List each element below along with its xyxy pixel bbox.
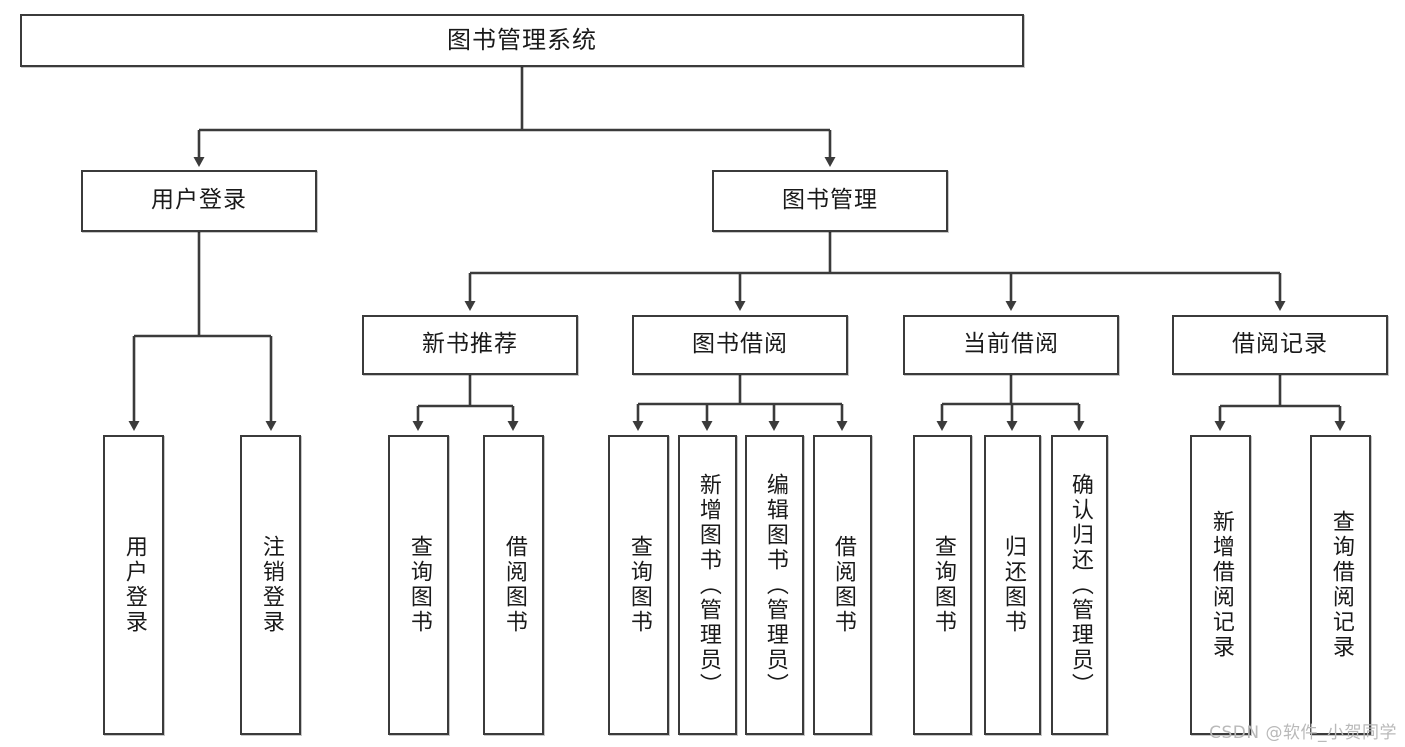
leaf-confirm-return-admin[interactable]: 确认归还（管理员） xyxy=(1051,435,1108,735)
leaf-edit-book-admin[interactable]: 编辑图书（管理员） xyxy=(745,435,804,735)
node-label: 归还图书 xyxy=(1000,535,1026,635)
node-user-login[interactable]: 用户登录 xyxy=(81,170,317,232)
node-label: 当前借阅 xyxy=(963,331,1059,358)
leaf-query-book-recommend[interactable]: 查询图书 xyxy=(388,435,449,735)
node-label: 新书推荐 xyxy=(422,331,518,358)
node-label: 借阅图书 xyxy=(830,535,856,635)
leaf-add-book-admin[interactable]: 新增图书（管理员） xyxy=(678,435,737,735)
node-book-borrow[interactable]: 图书借阅 xyxy=(632,315,848,375)
leaf-query-book-borrow[interactable]: 查询图书 xyxy=(608,435,669,735)
node-label: 查询借阅记录 xyxy=(1328,510,1354,660)
leaf-return-book[interactable]: 归还图书 xyxy=(984,435,1041,735)
node-borrow-record[interactable]: 借阅记录 xyxy=(1172,315,1388,375)
node-label: 确认归还（管理员） xyxy=(1067,472,1093,698)
leaf-logout[interactable]: 注销登录 xyxy=(240,435,301,735)
node-new-book-recommend[interactable]: 新书推荐 xyxy=(362,315,578,375)
node-label: 借阅图书 xyxy=(501,535,527,635)
node-label: 用户登录 xyxy=(151,187,247,214)
leaf-add-borrow-record[interactable]: 新增借阅记录 xyxy=(1190,435,1251,735)
node-label: 用户登录 xyxy=(121,535,147,635)
node-label: 图书管理系统 xyxy=(447,26,597,55)
leaf-borrow-book[interactable]: 借阅图书 xyxy=(813,435,872,735)
node-book-management[interactable]: 图书管理 xyxy=(712,170,948,232)
node-current-borrow[interactable]: 当前借阅 xyxy=(903,315,1119,375)
leaf-query-borrow-record[interactable]: 查询借阅记录 xyxy=(1310,435,1371,735)
node-label: 新增图书（管理员） xyxy=(695,472,721,698)
node-label: 查询图书 xyxy=(930,535,956,635)
leaf-query-book-current[interactable]: 查询图书 xyxy=(913,435,972,735)
node-label: 查询图书 xyxy=(406,535,432,635)
csdn-watermark: CSDN @软件_小贺同学 xyxy=(1209,723,1397,743)
leaf-borrow-book-recommend[interactable]: 借阅图书 xyxy=(483,435,544,735)
node-label: 注销登录 xyxy=(258,535,284,635)
leaf-user-login[interactable]: 用户登录 xyxy=(103,435,164,735)
node-root[interactable]: 图书管理系统 xyxy=(20,14,1024,67)
node-label: 新增借阅记录 xyxy=(1208,510,1234,660)
node-label: 图书借阅 xyxy=(692,331,788,358)
node-label: 编辑图书（管理员） xyxy=(762,472,788,698)
node-label: 查询图书 xyxy=(626,535,652,635)
node-label: 图书管理 xyxy=(782,187,878,214)
node-label: 借阅记录 xyxy=(1232,331,1328,358)
